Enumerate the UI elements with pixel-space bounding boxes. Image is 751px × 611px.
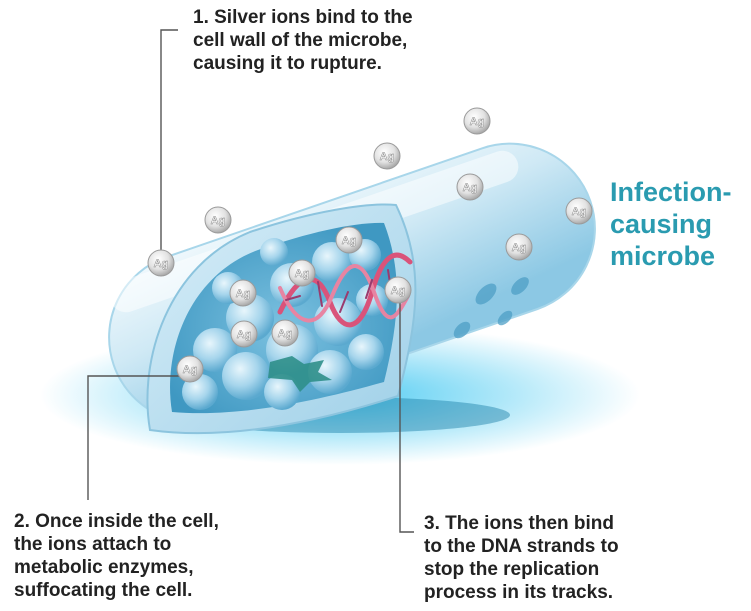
svg-text:Ag: Ag: [512, 242, 527, 254]
silver-ion: Ag: [385, 277, 411, 303]
silver-ion: Ag: [464, 108, 490, 134]
silver-ion: Ag: [566, 198, 592, 224]
leader-line-cell-wall: [161, 30, 178, 250]
callout-enzymes-line: metabolic enzymes,: [14, 556, 219, 579]
callout-cell-wall-line: cell wall of the microbe,: [193, 29, 413, 52]
svg-text:Ag: Ag: [278, 328, 293, 340]
svg-text:Ag: Ag: [470, 116, 485, 128]
svg-text:Ag: Ag: [236, 288, 251, 300]
callout-dna-line: to the DNA strands to: [424, 535, 619, 558]
svg-text:Ag: Ag: [572, 206, 587, 218]
microbe-label-line: Infection-: [610, 176, 732, 208]
callout-cell-wall-line: causing it to rupture.: [193, 52, 413, 75]
silver-ion: Ag: [177, 356, 203, 382]
callout-cell-wall-line: 1. Silver ions bind to the: [193, 6, 413, 29]
silver-ion: Ag: [205, 207, 231, 233]
callout-dna-line: 3. The ions then bind: [424, 512, 619, 535]
svg-text:Ag: Ag: [380, 151, 395, 163]
callout-dna-line: process in its tracks.: [424, 581, 619, 604]
callout-enzymes-line: 2. Once inside the cell,: [14, 510, 219, 533]
svg-text:Ag: Ag: [237, 329, 252, 341]
callout-dna-line: stop the replication: [424, 558, 619, 581]
microbe-label-line: microbe: [610, 240, 732, 272]
microbe-label-line: causing: [610, 208, 732, 240]
svg-text:Ag: Ag: [183, 364, 198, 376]
silver-ion: Ag: [272, 320, 298, 346]
silver-ion: Ag: [336, 227, 362, 253]
silver-ion: Ag: [457, 174, 483, 200]
silver-ion: Ag: [374, 143, 400, 169]
svg-text:Ag: Ag: [295, 268, 310, 280]
callout-dna: 3. The ions then bind to the DNA strands…: [424, 512, 619, 604]
silver-ion: Ag: [231, 321, 257, 347]
microbe-label: Infection- causing microbe: [610, 176, 732, 272]
svg-text:Ag: Ag: [391, 285, 406, 297]
svg-text:Ag: Ag: [211, 215, 226, 227]
svg-text:Ag: Ag: [154, 258, 169, 270]
silver-ion: Ag: [506, 234, 532, 260]
silver-ion: Ag: [148, 250, 174, 276]
silver-ion: Ag: [230, 280, 256, 306]
callout-enzymes-line: the ions attach to: [14, 533, 219, 556]
svg-text:Ag: Ag: [463, 182, 478, 194]
svg-text:Ag: Ag: [342, 235, 357, 247]
silver-ion: Ag: [289, 260, 315, 286]
callout-cell-wall: 1. Silver ions bind to the cell wall of …: [193, 6, 413, 75]
callout-enzymes-line: suffocating the cell.: [14, 579, 219, 602]
callout-enzymes: 2. Once inside the cell, the ions attach…: [14, 510, 219, 602]
